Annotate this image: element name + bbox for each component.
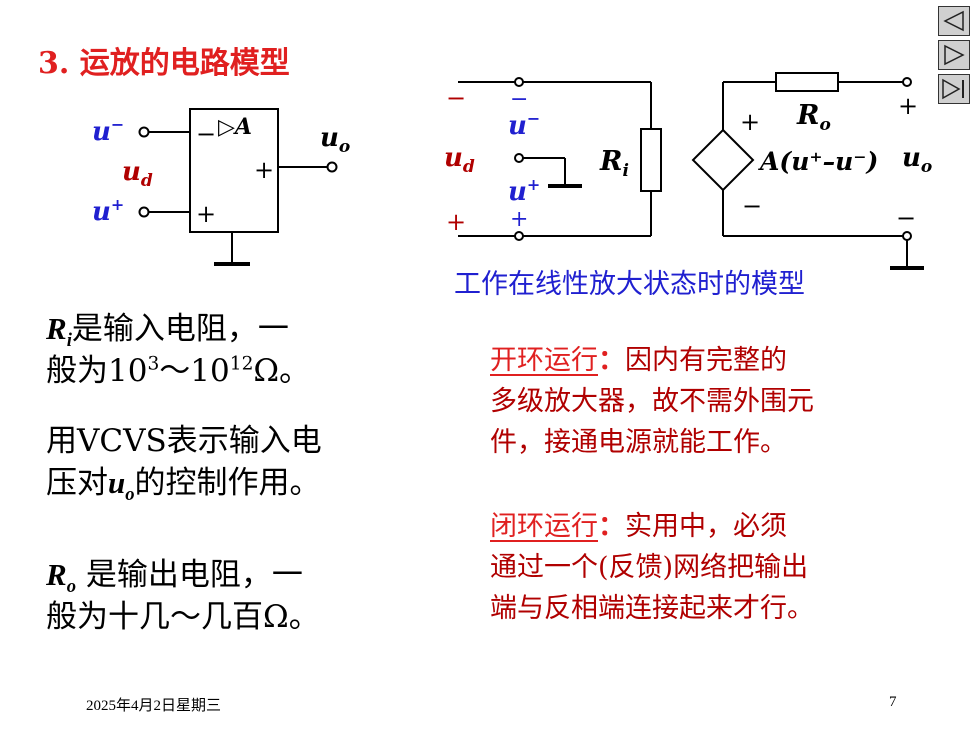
model-un-minus: − — [510, 87, 528, 112]
vcvs-description-line1: 用VCVS表示输入电 — [46, 423, 322, 459]
out-bottom-minus: − — [896, 204, 916, 232]
model-uo-label: uo — [902, 143, 932, 177]
opamp-minus-sign: − — [196, 120, 216, 148]
ro-description-line2: 般为十几～几百Ω。 — [46, 599, 320, 635]
opamp-in-pos-label: u+ — [92, 195, 124, 227]
ro-resistor — [775, 72, 839, 92]
opamp-neg-terminal — [138, 126, 150, 138]
out-top-plus: + — [898, 92, 918, 120]
closed-loop-heading: 闭环运行 — [490, 511, 598, 542]
opamp-body — [189, 108, 279, 233]
model-top-terminal — [514, 77, 524, 87]
opamp-out-label: uo — [320, 123, 350, 157]
vcvs-description: 用VCVS表示输入电 压对uo的控制作用。 — [46, 420, 322, 504]
vcvs-plus: + — [740, 108, 760, 136]
ri-label: Ri — [599, 146, 629, 181]
closed-loop-line1: 闭环运行：实用中，必须 — [490, 511, 787, 542]
open-loop-description: 开环运行：因内有完整的 多级放大器，故不需外围元 件，接通电源就能工作。 — [490, 340, 814, 463]
model-bottom-terminal — [514, 231, 524, 241]
ro-label: Ro — [796, 100, 831, 135]
opamp-diff-label: ud — [122, 157, 153, 191]
prev-slide-button[interactable] — [938, 6, 970, 36]
ro-description-line1: Ro 是输出电阻，一 — [46, 557, 303, 598]
ri-description: Ri是输入电阻，一 般为103～1012Ω。 — [46, 308, 310, 392]
opamp-gain-label: ▷A — [218, 114, 252, 140]
open-loop-heading: 开环运行 — [490, 345, 598, 376]
vcvs-label: A(u⁺–u⁻) — [758, 147, 878, 176]
vcvs-description-line2: 压对uo的控制作用。 — [46, 465, 321, 506]
closed-loop-description: 闭环运行：实用中，必须 通过一个(反馈)网络把输出 端与反相端连接起来才行。 — [490, 506, 814, 629]
model-out-top-terminal — [902, 77, 912, 87]
open-loop-line1: 开环运行：因内有完整的 — [490, 345, 787, 376]
opamp-in-neg-label: u− — [92, 115, 124, 147]
model-top-minus: − — [446, 84, 466, 112]
ro-description: Ro 是输出电阻，一 般为十几～几百Ω。 — [46, 554, 320, 638]
page-title: 3. 运放的电路模型 — [38, 46, 290, 81]
model-un-label: u− — [508, 109, 540, 141]
opamp-plus-sign: + — [196, 200, 216, 228]
opamp-out-terminal — [326, 161, 338, 173]
closed-loop-line2: 通过一个(反馈)网络把输出 — [490, 552, 809, 583]
closed-loop-line3: 端与反相端连接起来才行。 — [490, 593, 814, 624]
footer-date: 2025年4月2日星期三 — [86, 698, 222, 714]
model-up-plus: + — [510, 207, 528, 232]
skip-end-icon — [942, 78, 964, 100]
model-ud-label: ud — [444, 143, 475, 177]
triangle-right-icon — [944, 44, 965, 66]
model-caption: 工作在线性放大状态时的模型 — [454, 269, 805, 300]
last-slide-button[interactable] — [938, 74, 970, 104]
next-slide-button[interactable] — [938, 40, 970, 70]
model-mid-terminal — [514, 153, 524, 163]
model-up-label: u+ — [508, 175, 540, 207]
ri-description-line2: 般为103～1012Ω。 — [46, 353, 311, 389]
open-loop-line2: 多级放大器，故不需外围元 — [490, 386, 814, 417]
model-bottom-plus: + — [446, 208, 466, 236]
opamp-out-plus: + — [254, 156, 274, 184]
ri-description-line1: Ri是输入电阻，一 — [46, 311, 289, 352]
ri-resistor — [640, 128, 662, 192]
open-loop-line3: 件，接通电源就能工作。 — [490, 427, 787, 458]
opamp-pos-terminal — [138, 206, 150, 218]
vcvs-minus: − — [742, 192, 762, 220]
triangle-left-icon — [943, 10, 964, 32]
page-number: 7 — [889, 694, 897, 710]
circuit-diagram: u− u+ ud − ▷A + + uo − − u− ud u+ + + Ri… — [92, 72, 932, 270]
vcvs-source — [691, 128, 755, 192]
model-out-bottom-terminal — [902, 231, 912, 241]
